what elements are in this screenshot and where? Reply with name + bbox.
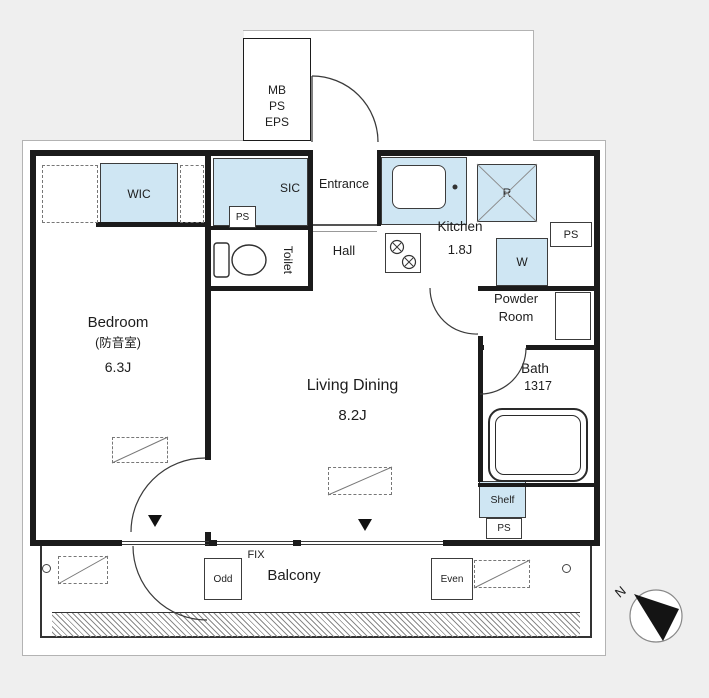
wall-living-powder	[478, 336, 483, 482]
wic-label: WIC	[127, 187, 151, 201]
window-marker-bedroom	[148, 515, 162, 527]
ps-bottom-label: PS	[497, 523, 511, 534]
wall-sic-toilet	[211, 226, 308, 230]
wall-kitchen-powder	[478, 286, 600, 291]
balcony-railing	[52, 612, 580, 637]
window-marker-living	[358, 519, 372, 531]
window-living-line1	[301, 541, 443, 542]
boundary-bottom	[22, 655, 606, 656]
wall-hall-kitchen	[377, 150, 381, 226]
bathtub-inner-line	[495, 415, 581, 475]
entrance-step-line2	[313, 231, 377, 232]
wall-toilet-bottom	[205, 286, 313, 291]
north-arrow-icon	[634, 594, 679, 641]
boundary-top-right	[533, 140, 606, 141]
toilet-label: Toilet	[280, 245, 295, 274]
pipe-shaft-box: MB PS EPS	[243, 38, 311, 141]
washer-label: W	[516, 255, 528, 269]
living-size-label: 8.2J	[338, 407, 367, 424]
boundary-upper	[243, 30, 534, 31]
wall-left	[30, 150, 36, 546]
living-dining-label: Living Dining	[306, 377, 399, 394]
even-label: Even	[440, 573, 464, 585]
drain-circle-right	[562, 564, 571, 573]
wall-bottom-2	[209, 540, 217, 546]
wall-bedroom-divider	[205, 150, 211, 460]
bedroom-dashed-box	[112, 437, 168, 463]
bath-label: Bath	[521, 361, 549, 376]
window-bedroom-line2	[122, 544, 209, 545]
window-fix-line2	[217, 544, 293, 545]
bath-size-label: 1317	[524, 379, 552, 393]
sic-area: SIC	[213, 158, 308, 226]
wall-powder-bath-2	[526, 345, 600, 350]
balcony-dashed-right	[474, 560, 530, 588]
balcony-bottom-edge	[40, 636, 592, 638]
wall-wic-bedroom	[96, 222, 211, 227]
refrigerator-label: R	[502, 186, 512, 200]
fix-window-label: FIX	[247, 549, 265, 561]
wall-bedroom-divider-stub	[205, 532, 211, 546]
washer-space: W	[496, 238, 548, 286]
entrance-step-line	[313, 224, 377, 226]
balcony-right-edge	[590, 546, 592, 638]
sic-label: SIC	[279, 181, 300, 195]
shaft-label-mb: MB	[268, 83, 286, 97]
wall-toilet-hall	[308, 150, 313, 291]
living-dashed-box	[328, 467, 392, 495]
powder-room-label-2: Room	[498, 309, 534, 324]
bedroom-sub-label: (防音室)	[95, 336, 141, 350]
balcony-label: Balcony	[267, 567, 321, 584]
window-bedroom-line1	[122, 541, 209, 542]
ps-top-label: PS	[563, 228, 579, 241]
window-fix-line1	[217, 541, 293, 542]
drain-circle-left	[42, 564, 51, 573]
shaft-label-ps: PS	[268, 99, 285, 113]
kitchen-size-label: 1.8J	[447, 242, 473, 257]
balcony-left-edge	[40, 546, 42, 638]
bedroom-size-label: 6.3J	[104, 359, 132, 375]
boundary-top-left	[22, 140, 244, 141]
entrance-label: Entrance	[318, 177, 370, 191]
wic-dashed-right	[180, 165, 204, 223]
shelf-label: Shelf	[490, 493, 515, 506]
powder-room-label-1: Powder	[493, 291, 539, 306]
sic-ps-box: PS	[229, 206, 256, 228]
bathtub-icon	[488, 408, 588, 482]
ps-top-box: PS	[550, 222, 592, 247]
sic-ps-label: PS	[235, 211, 250, 223]
wic-area: WIC	[100, 163, 178, 225]
washbasin-icon	[555, 292, 591, 340]
wall-top-right	[377, 150, 600, 156]
bedroom-label: Bedroom	[87, 314, 149, 331]
balcony-odd-unit: Odd	[204, 558, 242, 600]
wall-powder-bath-1	[478, 345, 484, 350]
balcony-dashed-left	[58, 556, 108, 584]
balcony-even-unit: Even	[431, 558, 473, 600]
wall-bottom-4	[443, 540, 600, 546]
boundary-right	[605, 140, 606, 656]
wall-top-left	[30, 150, 313, 156]
window-living-line2	[301, 544, 443, 545]
wic-dashed-left	[42, 165, 98, 223]
kitchen-label: Kitchen	[437, 219, 483, 234]
ps-bottom-box: PS	[486, 518, 522, 539]
north-label: N	[611, 582, 629, 601]
wall-bottom-1	[30, 540, 122, 546]
odd-label: Odd	[213, 573, 233, 585]
boundary-upper-right	[533, 30, 534, 141]
hall-label: Hall	[332, 243, 356, 258]
compass-circle	[629, 589, 683, 643]
wall-bath-bottom	[478, 483, 600, 487]
sink-icon	[392, 165, 446, 209]
boundary-left	[22, 140, 23, 656]
shaft-label-eps: EPS	[264, 115, 289, 129]
wall-bottom-3	[293, 540, 301, 546]
refrigerator-space: R	[477, 164, 537, 222]
stove-icon	[385, 233, 421, 273]
